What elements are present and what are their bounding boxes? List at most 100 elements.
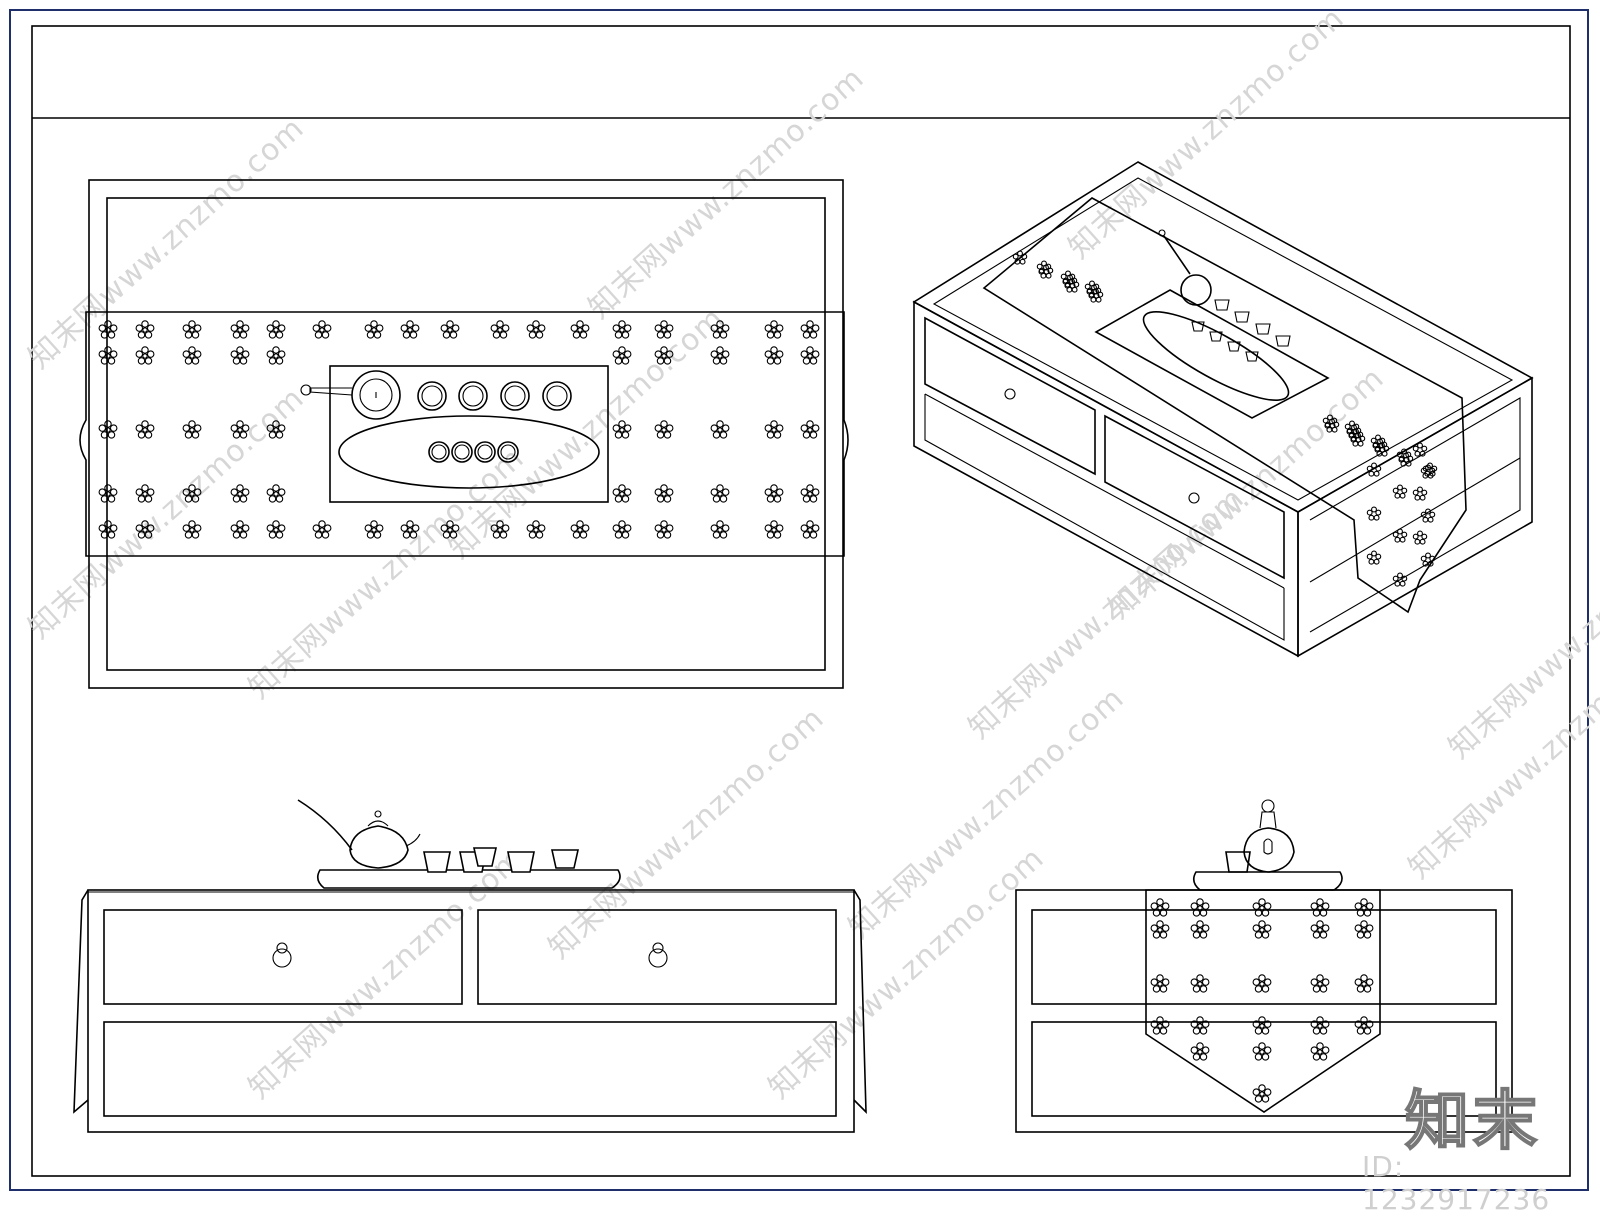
flower-motif	[1150, 920, 1170, 939]
flower-motif	[654, 320, 674, 339]
flower-motif	[1190, 898, 1210, 917]
iso-tea-tray	[1094, 229, 1330, 419]
flower-motif	[612, 484, 632, 503]
flower-motif	[1190, 974, 1210, 993]
flower-motif	[1190, 920, 1210, 939]
flower-motif	[230, 484, 250, 503]
front-tea-tray	[316, 869, 621, 889]
front-drawer-right	[477, 909, 837, 1005]
flower-motif	[135, 346, 155, 365]
flower-motif	[764, 484, 784, 503]
flower-motif	[710, 484, 730, 503]
flower-motif	[710, 420, 730, 439]
side-upper-panel	[1031, 909, 1497, 1005]
flower-motif	[764, 420, 784, 439]
flower-motif	[1354, 1016, 1374, 1035]
iso-lower-shelf-front	[924, 394, 1285, 641]
flower-motif	[1392, 484, 1408, 499]
flower-motif	[1150, 898, 1170, 917]
flower-motif	[1310, 1042, 1330, 1061]
image-id-label: ID: 1232917236	[1362, 1150, 1551, 1216]
flower-motif	[230, 346, 250, 365]
flower-motif	[266, 484, 286, 503]
flower-motif	[800, 484, 820, 503]
flower-motif	[764, 320, 784, 339]
flower-motif	[364, 520, 384, 539]
flower-motif	[800, 420, 820, 439]
flower-motif	[1150, 1016, 1170, 1035]
flower-motif	[710, 520, 730, 539]
flower-motif	[1366, 550, 1382, 565]
watermark-text: 知末网www.znzmo.com	[582, 61, 871, 326]
side-table-runner	[1145, 889, 1381, 1113]
flower-motif	[800, 520, 820, 539]
front-table-body	[87, 889, 855, 1133]
side-runner-flower-pattern	[1150, 898, 1374, 1103]
flower-motif	[135, 484, 155, 503]
side-tea-tray	[1192, 871, 1343, 891]
flower-motif	[800, 320, 820, 339]
flower-motif	[135, 320, 155, 339]
flower-motif	[182, 346, 202, 365]
iso-drawer-right-pull	[1188, 492, 1200, 504]
iso-table-runner	[982, 197, 1467, 614]
tea-cups-top-row	[417, 381, 572, 411]
iso-side-face	[1297, 376, 1533, 658]
front-drawer-left-pull	[272, 942, 292, 968]
watermark-text: 知末网www.znzmo.com	[1062, 1, 1351, 266]
flower-motif	[364, 320, 384, 339]
iso-top-inner	[932, 177, 1514, 501]
front-teapot	[297, 799, 421, 869]
flower-motif	[98, 484, 118, 503]
flower-motif	[1310, 1016, 1330, 1035]
watermark-text: 知末网www.znzmo.com	[542, 701, 831, 966]
flower-motif	[135, 420, 155, 439]
table-top-outline	[88, 179, 844, 689]
flower-motif	[440, 320, 460, 339]
flower-motif	[1252, 974, 1272, 993]
tea-tray	[329, 365, 609, 503]
flower-motif	[1150, 974, 1170, 993]
front-elevation-view	[73, 799, 867, 1133]
flower-motif	[764, 520, 784, 539]
flower-motif	[266, 520, 286, 539]
front-lower-shelf	[103, 1021, 837, 1117]
flower-motif	[654, 420, 674, 439]
outer-frame	[9, 9, 1589, 1191]
watermark-text: 知末网www.znzmo.com	[442, 301, 731, 566]
flower-motif	[312, 520, 332, 539]
flower-motif	[1252, 898, 1272, 917]
flower-motif	[764, 346, 784, 365]
flower-motif	[1366, 506, 1382, 521]
flower-motif	[490, 320, 510, 339]
flower-motif	[312, 320, 332, 339]
tea-cups-bottom-row	[428, 441, 519, 463]
flower-motif	[266, 346, 286, 365]
flower-motif	[654, 484, 674, 503]
watermarks: 知末网www.znzmo.com知末网www.znzmo.com知末网www.z…	[22, 1, 1600, 1106]
flower-motif	[654, 520, 674, 539]
flower-motif	[1252, 1084, 1272, 1103]
flower-motif	[1354, 898, 1374, 917]
brand-logo: 知末	[1404, 1084, 1541, 1160]
iso-side-frame	[1309, 397, 1521, 633]
inner-frame	[31, 25, 1571, 1177]
flower-motif	[182, 420, 202, 439]
flower-motif	[710, 346, 730, 365]
flower-motif	[98, 346, 118, 365]
table-top-inner	[106, 197, 826, 671]
flower-motif	[526, 320, 546, 339]
flower-motif	[1252, 1042, 1272, 1061]
iso-drawer-right	[1104, 414, 1285, 580]
flower-motif	[400, 320, 420, 339]
flower-motif	[1412, 486, 1428, 501]
watermark-text: 知末网www.znzmo.com	[1102, 361, 1391, 626]
flower-motif	[1354, 920, 1374, 939]
flower-motif	[230, 520, 250, 539]
flower-motif	[266, 320, 286, 339]
flower-motif	[612, 320, 632, 339]
flower-motif	[98, 420, 118, 439]
flower-motif	[1190, 1016, 1210, 1035]
flower-motif	[612, 346, 632, 365]
